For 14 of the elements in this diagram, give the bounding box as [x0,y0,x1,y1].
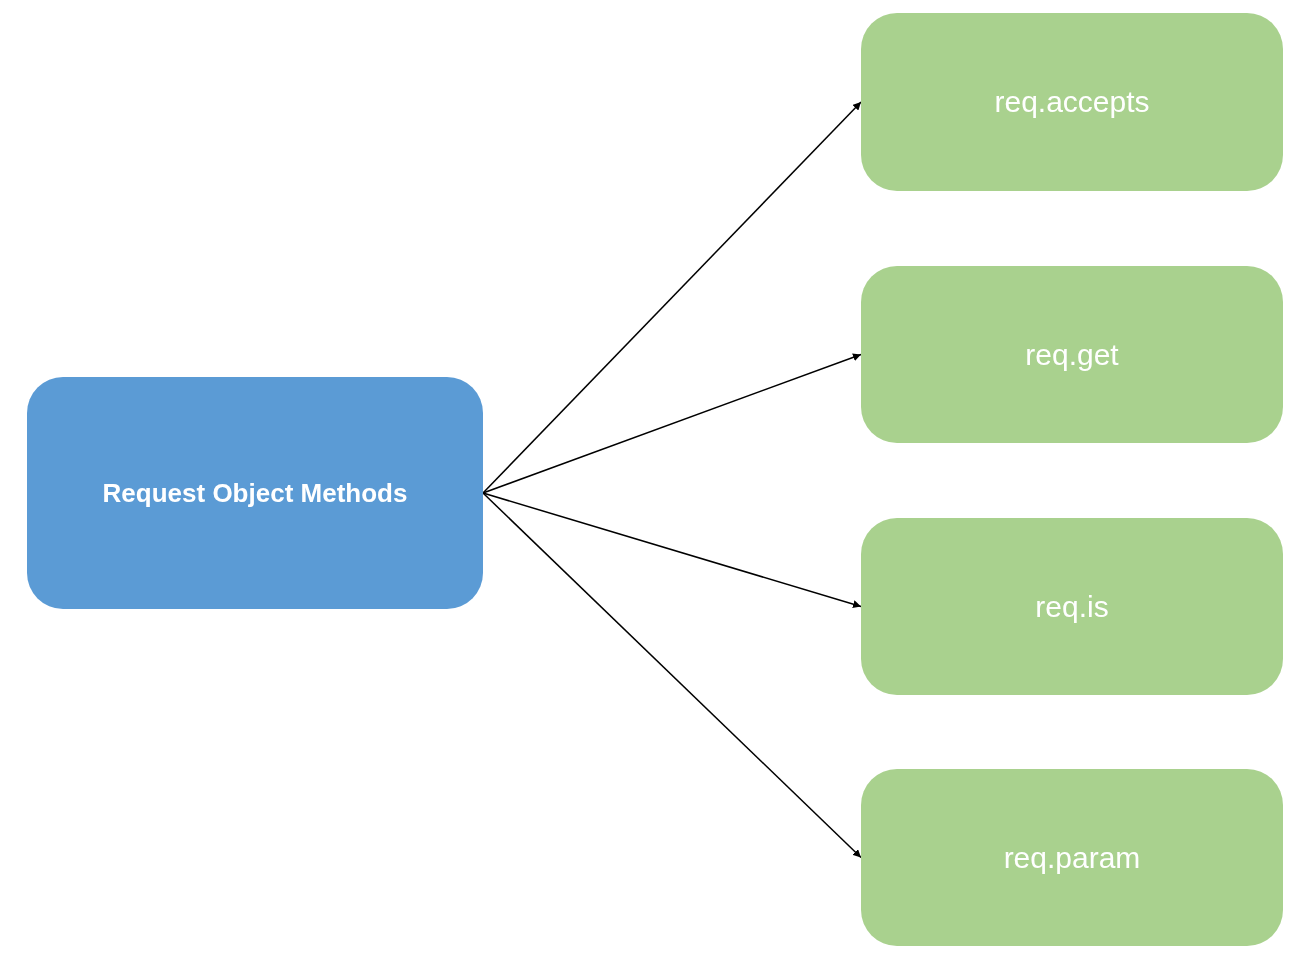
node-label: req.param [1003,840,1141,875]
node-label: Request Object Methods [102,477,408,509]
arrow [482,353,862,494]
method-box [861,13,1283,191]
method-box [861,518,1283,695]
arrow [482,101,862,494]
method-box [861,769,1283,946]
arrow [482,492,862,609]
arrow [482,492,862,859]
root-box [27,377,483,609]
node-label: req.get [1025,337,1119,372]
method-box [861,266,1283,443]
node-label: req.is [1035,589,1109,624]
node-label: req.accepts [994,85,1150,119]
